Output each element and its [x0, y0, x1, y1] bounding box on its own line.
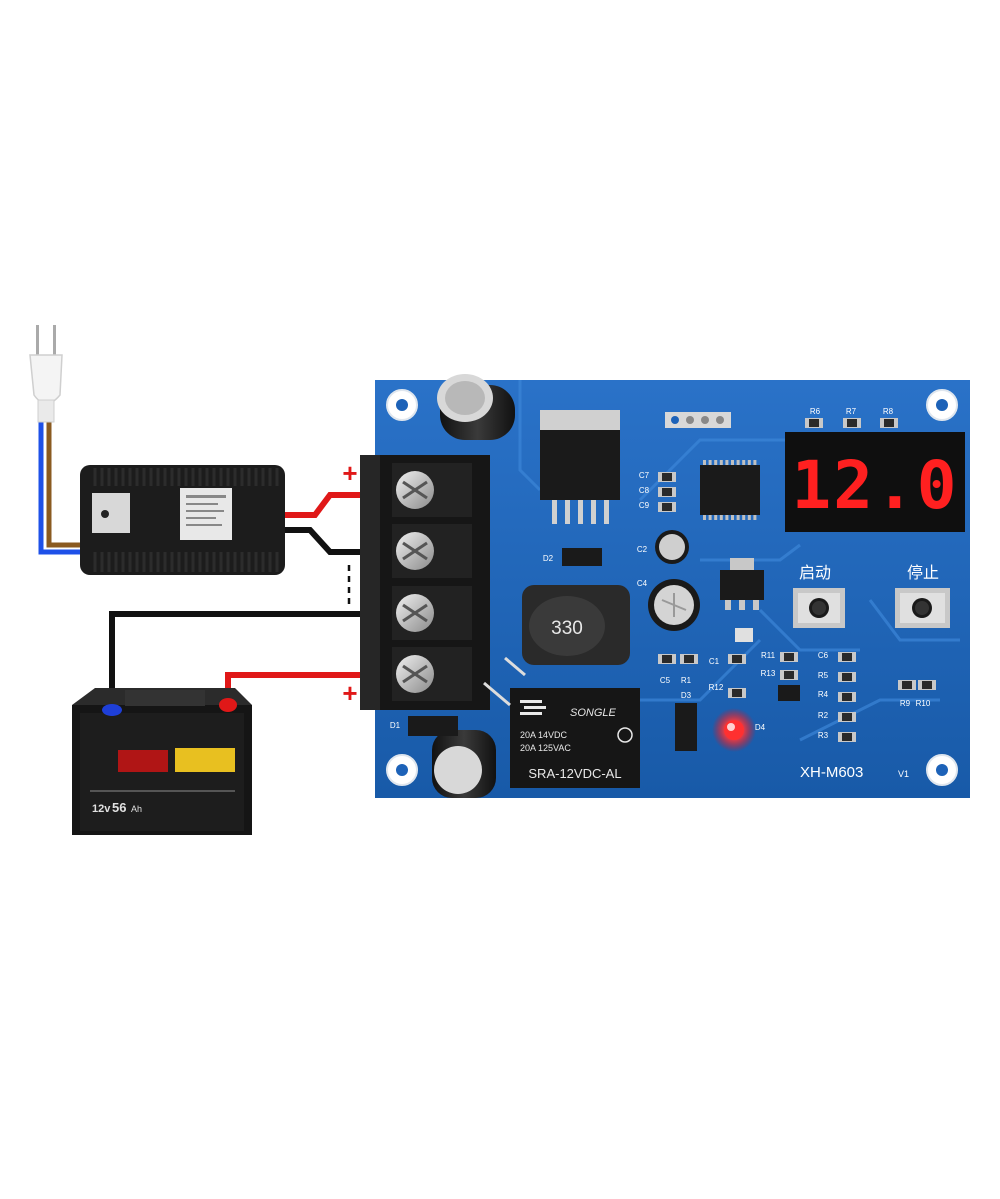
label-d4: D4	[755, 723, 766, 732]
diode-d3	[675, 703, 697, 751]
label-r3: R3	[818, 731, 829, 740]
battery-capacity: 56	[112, 800, 126, 815]
battery-unit: Ah	[131, 804, 142, 814]
relay-model: SRA-12VDC-AL	[528, 766, 621, 781]
label-r13: R13	[761, 669, 776, 678]
label-c5: C5	[660, 676, 671, 685]
label-r12: R12	[709, 683, 724, 692]
power-inductor: 330	[504, 585, 630, 677]
relay-brand: SONGLE	[570, 707, 617, 719]
relay-rating-2: 20A 125VAC	[520, 743, 571, 753]
label-r5: R5	[818, 671, 829, 680]
diode-d2	[562, 548, 602, 566]
label-r4: R4	[818, 690, 829, 699]
car-battery: 12v 56 Ah	[72, 688, 252, 835]
label-r11: R11	[761, 651, 776, 660]
voltage-regulator-ic	[540, 410, 620, 524]
plus-sign-bottom: +	[342, 678, 357, 708]
label-r2: R2	[818, 711, 829, 720]
battery-negative-wire	[109, 611, 400, 705]
board-model: XH-M603	[800, 764, 863, 781]
cord-blue-wire	[38, 420, 90, 555]
label-c8: C8	[639, 486, 650, 495]
electrolytic-capacitor-c2	[655, 530, 689, 564]
battery-voltage: 12v	[92, 803, 111, 815]
label-r1: R1	[681, 676, 692, 685]
relay-rating-1: 20A 14VDC	[520, 730, 568, 740]
start-button[interactable]	[793, 588, 845, 628]
label-c2: C2	[637, 545, 648, 554]
ac-plug	[29, 325, 63, 423]
label-c9: C9	[639, 501, 650, 510]
battery-positive-terminal	[219, 698, 237, 712]
cord-brown-wire	[46, 420, 90, 548]
label-c7: C7	[639, 471, 650, 480]
electrolytic-capacitor-bottom	[432, 730, 496, 798]
start-button-label: 启动	[799, 564, 831, 582]
label-r7: R7	[846, 407, 857, 416]
stop-button[interactable]	[895, 588, 950, 628]
label-d3: D3	[681, 691, 692, 700]
electrolytic-capacitor-top	[437, 374, 515, 440]
label-r6: R6	[810, 407, 821, 416]
label-r8: R8	[883, 407, 894, 416]
microcontroller-chip	[700, 460, 760, 520]
sot223-regulator	[720, 558, 764, 642]
relay: SONGLE 20A 14VDC 20A 125VAC SRA-12VDC-AL	[483, 681, 640, 788]
header-pins	[665, 412, 731, 428]
screw-terminal-block	[360, 455, 490, 710]
display-reading: 12.0	[792, 447, 959, 524]
power-adapter	[80, 465, 285, 575]
board-version: V1	[898, 769, 909, 779]
label-c4: C4	[637, 579, 648, 588]
label-r10: R10	[916, 699, 931, 708]
smd-components	[658, 418, 936, 742]
electrolytic-capacitor-c4	[648, 579, 700, 631]
seven-segment-display: 12.0	[785, 432, 965, 532]
label-d2: D2	[543, 554, 554, 563]
label-c6: C6	[818, 651, 829, 660]
inductor-value: 330	[551, 618, 583, 639]
label-c1: C1	[709, 657, 720, 666]
label-d1: D1	[390, 721, 401, 730]
plus-sign-top: +	[342, 458, 357, 488]
diode-d1	[408, 716, 458, 736]
label-r9: R9	[900, 699, 911, 708]
transistor	[778, 685, 800, 701]
led-indicator	[712, 708, 756, 752]
stop-button-label: 停止	[907, 564, 939, 582]
battery-negative-terminal	[102, 704, 122, 716]
